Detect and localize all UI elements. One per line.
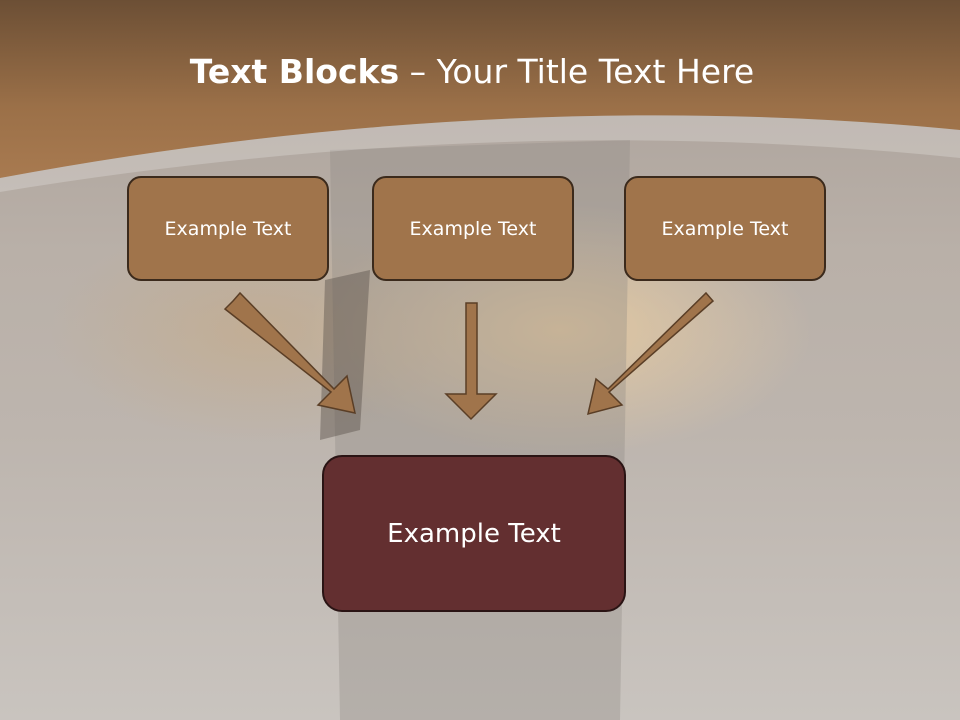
header-curve-highlight <box>0 115 960 192</box>
text-block-2[interactable]: Example Text <box>372 176 574 281</box>
result-block-label: Example Text <box>387 518 561 549</box>
text-block-1-label: Example Text <box>164 217 292 240</box>
arrow-left <box>223 291 356 414</box>
title-rest: Your Title Text Here <box>436 52 755 91</box>
text-block-3-label: Example Text <box>661 217 789 240</box>
text-block-1[interactable]: Example Text <box>127 176 329 281</box>
title-bold: Text Blocks <box>189 52 400 91</box>
text-block-3[interactable]: Example Text <box>624 176 826 281</box>
slide-title: Text Blocks – Your Title Text Here <box>0 52 944 91</box>
result-block[interactable]: Example Text <box>322 455 626 612</box>
title-dash: – <box>399 52 437 91</box>
arrow-right <box>586 291 715 416</box>
header-band <box>0 0 960 178</box>
arrow-center <box>444 302 498 421</box>
text-block-2-label: Example Text <box>409 217 537 240</box>
